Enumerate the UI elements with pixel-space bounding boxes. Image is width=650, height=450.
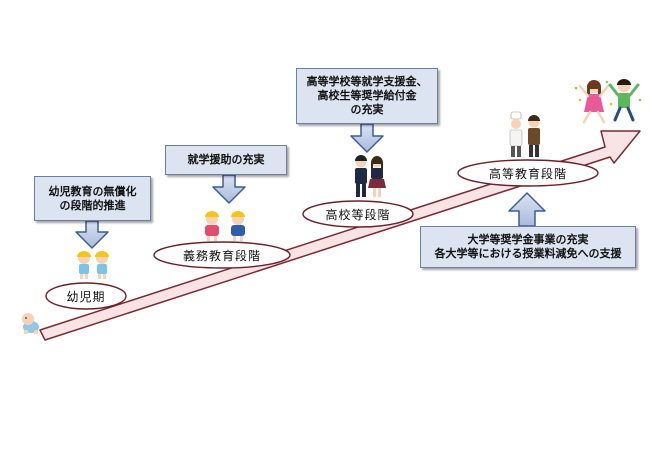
down-arrow-preschool (75, 220, 109, 249)
stage-label-preschool: 幼児期 (66, 289, 106, 304)
stage-oval-higher (457, 159, 599, 187)
policy-box-highschool: 高等学校等就学支援金、 高校生等奨学給付金 の充実 (296, 68, 438, 124)
stage-oval-highschool (302, 200, 414, 228)
up-arrow-higher (508, 192, 546, 227)
highschool-students-illustration (355, 155, 386, 197)
celebrating-adults-illustration (574, 79, 642, 124)
policy-line: 幼児教育の無償化 (48, 184, 137, 198)
down-arrow-highschool (350, 123, 384, 153)
progress-arrow (39, 130, 641, 341)
university-students-illustration (509, 111, 540, 157)
policy-box-higher: 大学等奨学金事業の充実 各大学等における授業料減免への支援 (420, 226, 636, 268)
stage-label-higher: 高等教育段階 (488, 166, 567, 181)
policy-line: 高等学校等就学支援金、 (306, 75, 428, 88)
policy-line: の充実 (350, 103, 384, 116)
policy-box-compulsory: 就学援助の充実 (165, 145, 287, 175)
policy-line: 大学等奨学金事業の充実 (467, 233, 589, 246)
stage-oval-compulsory (153, 241, 291, 269)
stage-oval-preschool (45, 282, 127, 310)
policy-line: 就学援助の充実 (187, 153, 265, 166)
policy-box-preschool: 幼児教育の無償化 の段階的推進 (34, 176, 151, 221)
policy-line: 高校生等奨学給付金 (317, 89, 417, 102)
stage-label-compulsory: 義務教育段階 (182, 248, 261, 263)
policy-line: の段階的推進 (59, 198, 126, 212)
elementary-students-illustration (205, 211, 245, 241)
down-arrow-compulsory (212, 174, 246, 204)
stage-label-highschool: 高校等段階 (325, 207, 391, 222)
baby-illustration (22, 313, 39, 334)
preschool-children-illustration (77, 251, 109, 279)
policy-line: 各大学等における授業料減免への支援 (434, 247, 622, 260)
